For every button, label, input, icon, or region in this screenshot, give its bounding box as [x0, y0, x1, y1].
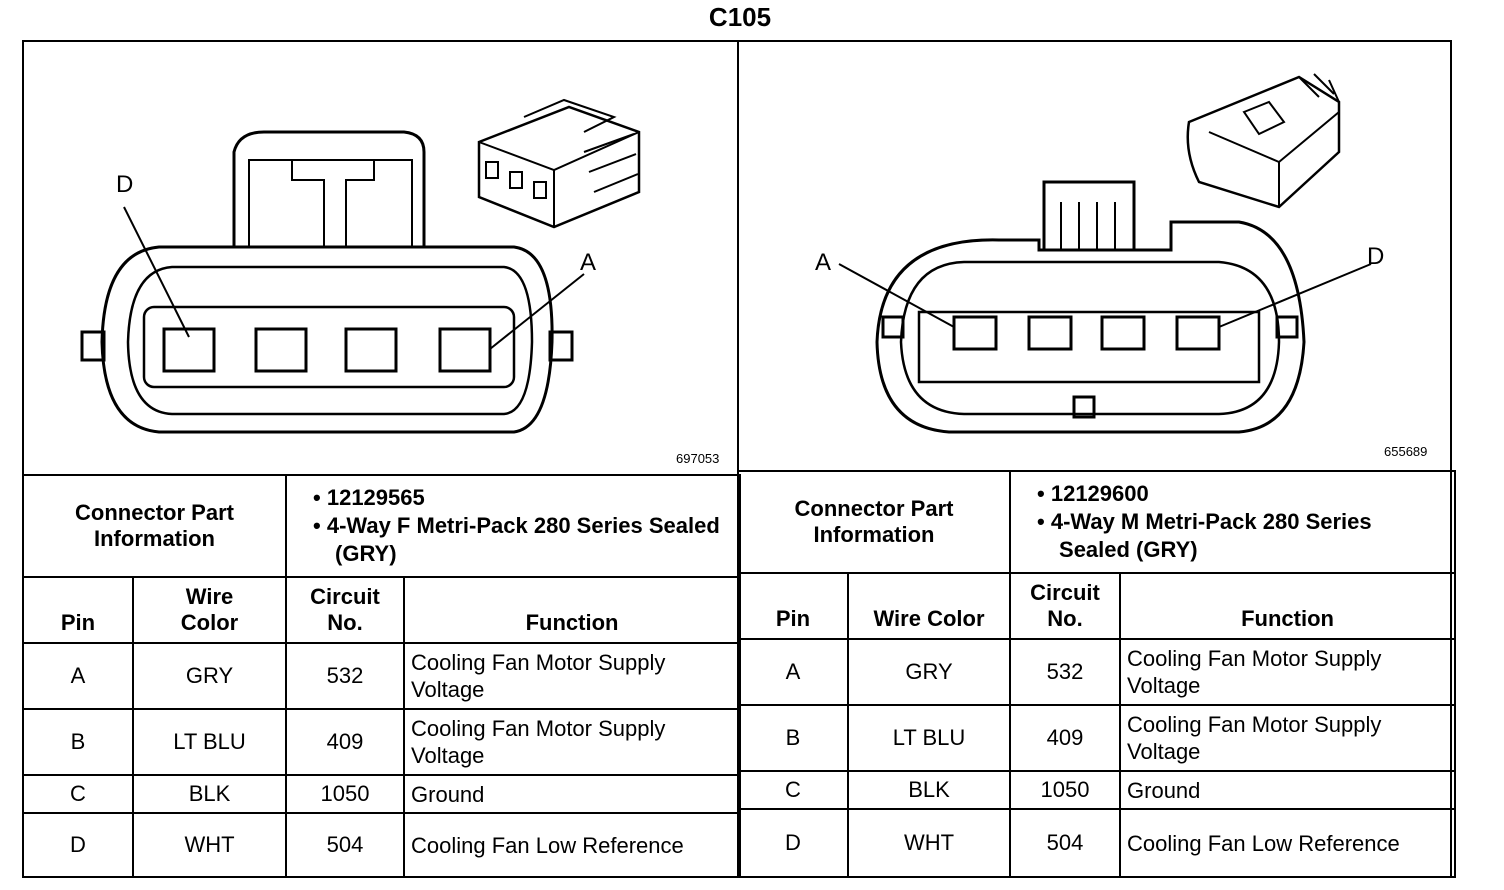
wire-color-cell: WHT	[846, 808, 1012, 878]
wire-color-cell: GRY	[131, 642, 288, 710]
function-cell: Ground	[403, 774, 742, 814]
wire-color-cell: WHT	[131, 812, 288, 878]
wire-color-cell: LT BLU	[131, 708, 288, 776]
function-cell: Cooling Fan Motor Supply Voltage	[403, 708, 742, 776]
pin-cell: C	[22, 774, 134, 814]
part-info-list: • 12129565 • 4-Way F Metri-Pack 280 Seri…	[285, 474, 742, 578]
wire-color-cell: GRY	[846, 638, 1012, 706]
table-row: B LT BLU 409 Cooling Fan Motor Supply Vo…	[737, 704, 1457, 772]
header-pin: Pin	[22, 576, 134, 644]
table-row: A GRY 532 Cooling Fan Motor Supply Volta…	[22, 642, 742, 710]
function-cell: Cooling Fan Motor Supply Voltage	[1119, 704, 1457, 772]
pin-cell: A	[737, 638, 849, 706]
table-row: D WHT 504 Cooling Fan Low Reference	[737, 808, 1457, 878]
function-cell: Cooling Fan Motor Supply Voltage	[403, 642, 742, 710]
left-connector-figure: D A 697053	[24, 42, 737, 476]
circuit-cell: 504	[1009, 808, 1122, 878]
part-info-label: Connector Part Information	[736, 470, 1012, 574]
male-connector-drawing: A D	[815, 73, 1384, 434]
function-cell: Cooling Fan Low Reference	[1119, 808, 1457, 878]
header-pin: Pin	[737, 572, 849, 640]
function-cell: Cooling Fan Low Reference	[403, 812, 742, 878]
pin-cell: D	[737, 808, 849, 878]
table-row: B LT BLU 409 Cooling Fan Motor Supply Vo…	[22, 708, 742, 776]
pin-label-a: A	[815, 249, 831, 276]
table-row: D WHT 504 Cooling Fan Low Reference	[22, 812, 742, 878]
circuit-cell: 1050	[1009, 770, 1122, 810]
circuit-cell: 409	[285, 708, 406, 776]
circuit-cell: 409	[1009, 704, 1122, 772]
wire-color-cell: BLK	[846, 770, 1012, 810]
header-function: Function	[1119, 572, 1457, 640]
pin-label-d: D	[116, 171, 133, 198]
function-cell: Cooling Fan Motor Supply Voltage	[1119, 638, 1457, 706]
header-circuit: Circuit No.	[285, 576, 406, 644]
function-cell: Ground	[1119, 770, 1457, 810]
pin-cell: A	[22, 642, 134, 710]
circuit-cell: 504	[285, 812, 406, 878]
table-row: A GRY 532 Cooling Fan Motor Supply Volta…	[737, 638, 1457, 706]
part-info-label: Connector Part Information	[21, 474, 288, 578]
pin-cell: B	[737, 704, 849, 772]
circuit-cell: 532	[1009, 638, 1122, 706]
left-pin-table: Connector Part Information • 12129565 • …	[21, 474, 742, 878]
circuit-cell: 1050	[285, 774, 406, 814]
pin-cell: D	[22, 812, 134, 878]
pin-label-a: A	[580, 249, 596, 276]
right-pin-table: Connector Part Information • 12129600 • …	[736, 470, 1457, 878]
table-row: C BLK 1050 Ground	[737, 770, 1457, 810]
header-wire-color: Wire Color	[131, 576, 288, 644]
center-divider	[737, 40, 739, 878]
pin-cell: B	[22, 708, 134, 776]
figure-number: 697053	[676, 451, 720, 466]
part-description: • 4-Way F Metri-Pack 280 Series Sealed (…	[313, 513, 720, 566]
part-number: • 12129565	[313, 485, 425, 510]
circuit-cell: 532	[285, 642, 406, 710]
part-description: • 4-Way M Metri-Pack 280 Series Sealed (…	[1037, 509, 1372, 562]
female-connector-drawing: D A	[80, 98, 641, 434]
table-row: C BLK 1050 Ground	[22, 774, 742, 814]
header-wire-color: Wire Color	[846, 572, 1012, 640]
connector-title: C105	[708, 2, 772, 32]
figure-number: 655689	[1384, 444, 1428, 459]
header-circuit: Circuit No.	[1009, 572, 1122, 640]
part-number: • 12129600	[1037, 481, 1149, 506]
part-info-list: • 12129600 • 4-Way M Metri-Pack 280 Seri…	[1009, 470, 1457, 574]
right-connector-figure: A D 655689	[739, 42, 1452, 476]
wire-color-cell: LT BLU	[846, 704, 1012, 772]
header-function: Function	[403, 576, 742, 644]
wire-color-cell: BLK	[131, 774, 288, 814]
pin-cell: C	[737, 770, 849, 810]
pin-label-d: D	[1367, 243, 1384, 270]
